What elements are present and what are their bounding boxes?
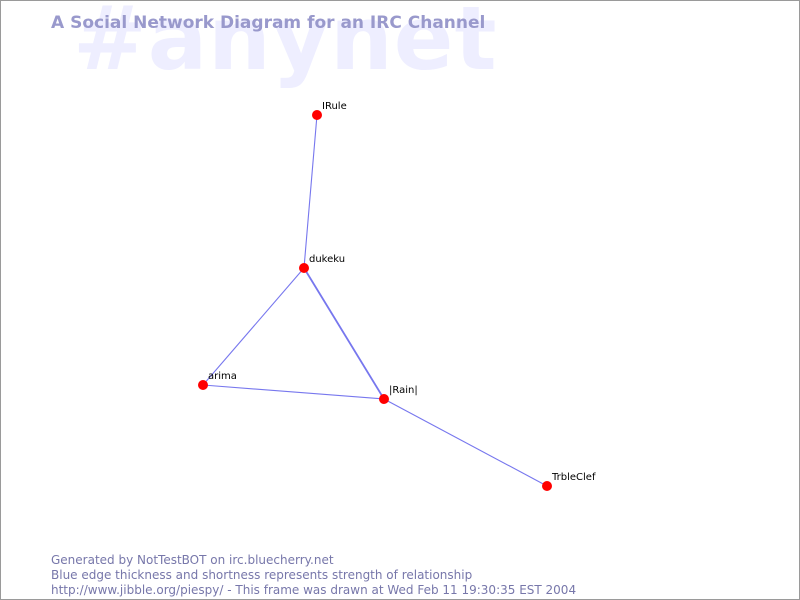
edge-arima-rain <box>202 384 385 400</box>
edge-dukeku-arima <box>202 267 305 386</box>
footer-url-timestamp: http://www.jibble.org/piespy/ - This fra… <box>51 583 577 597</box>
node-dukeku <box>299 263 309 273</box>
node-label-trbleclef: TrbleClef <box>551 472 596 483</box>
edges-layer <box>202 114 548 487</box>
node-label-rain: |Rain| <box>389 385 418 396</box>
node-irule <box>312 110 322 120</box>
diagram-title: A Social Network Diagram for an IRC Chan… <box>51 13 486 33</box>
footer: Generated by NotTestBOT on irc.bluecherr… <box>51 553 576 598</box>
nodes-layer <box>198 110 552 491</box>
footer-generated-by: Generated by NotTestBOT on irc.bluecherr… <box>51 553 334 567</box>
edge-irule-dukeku <box>303 114 318 269</box>
node-label-arima: arima <box>208 371 237 382</box>
node-rain <box>379 394 389 404</box>
edge-dukeku-rain <box>303 267 385 400</box>
node-arima <box>198 380 208 390</box>
node-label-irule: IRule <box>322 101 347 112</box>
node-trbleclef <box>542 481 552 491</box>
edge-rain-trbleclef <box>383 398 548 487</box>
node-label-dukeku: dukeku <box>309 254 345 265</box>
channel-watermark: #anynet <box>73 0 498 90</box>
labels-layer: IRule dukeku arima |Rain| TrbleClef <box>208 101 596 483</box>
footer-edge-legend: Blue edge thickness and shortness repres… <box>51 568 473 582</box>
